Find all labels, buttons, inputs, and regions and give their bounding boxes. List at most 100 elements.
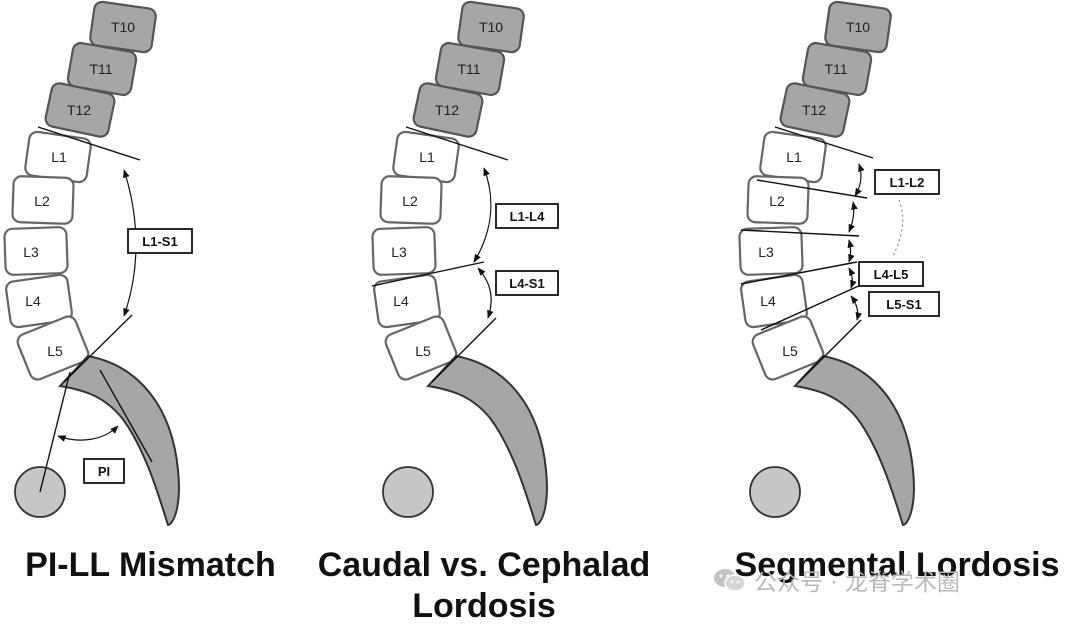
vertebra-label: L5 (47, 343, 63, 359)
angle-label: L4-S1 (509, 276, 544, 291)
vertebra-t12: T12 (412, 82, 484, 138)
vertebra-label: L3 (391, 244, 407, 260)
vertebra-l3: L3 (738, 226, 804, 276)
vertebra-label: L5 (782, 343, 798, 359)
l1-endplate-line (405, 126, 509, 161)
vertebra-label: T12 (802, 102, 826, 118)
l5-endplate-line (760, 283, 864, 331)
vertebra-label: L4 (760, 293, 776, 309)
vertebra-l2: L2 (379, 175, 443, 225)
vertebra-l4: L4 (373, 273, 441, 329)
l5-s1-angle-arc (850, 295, 863, 321)
l1-l4-angle-arc (473, 167, 492, 263)
vertebra-t11: T11 (434, 41, 506, 97)
vertebra-label: T11 (824, 61, 847, 77)
vertebra-l4: L4 (5, 273, 73, 329)
vertebra-l1: L1 (392, 130, 460, 184)
watermark: 公众号 · 龙脊学术圈 (712, 563, 960, 597)
vertebra-l3: L3 (3, 226, 69, 276)
vertebra-label: T11 (457, 61, 480, 77)
vertebra-label: L4 (393, 293, 409, 309)
l4-endplate-line (740, 261, 858, 285)
dotted-leader-line (892, 199, 904, 257)
femoral-head (749, 466, 801, 518)
label-pi: PI (83, 458, 125, 484)
vertebra-label: T10 (111, 19, 135, 35)
angle-label: L1-L4 (510, 209, 545, 224)
vertebra-t11: T11 (66, 41, 138, 97)
sacrum (792, 354, 915, 527)
label-l1-s1: L1-S1 (127, 228, 193, 254)
vertebra-label: L2 (769, 193, 785, 209)
angle-label: L1-S1 (142, 234, 177, 249)
s1-endplate-line (63, 314, 133, 383)
panel-segmental: T10 T11 T12 L1 L2 L3 L4 L5 (738, 0, 940, 527)
l4-l5-angle-arc (848, 267, 857, 289)
vertebra-label: T12 (435, 102, 459, 118)
vertebra-t11: T11 (801, 41, 873, 97)
vertebra-l2: L2 (11, 175, 75, 225)
l1-endplate-line (37, 126, 141, 161)
vertebra-label: T11 (89, 61, 112, 77)
l2-l3-angle-arc (848, 201, 858, 233)
watermark-text: 公众号 · 龙脊学术圈 (754, 570, 960, 596)
l4-s1-angle-arc (477, 267, 494, 319)
l1-endplate-line (774, 126, 874, 159)
vertebra-label: L2 (402, 193, 418, 209)
vertebra-label: L1 (419, 149, 435, 165)
panel-caudal-cephalad: T10 T11 T12 L1 L2 L3 L4 L5 (371, 0, 559, 527)
vertebra-l1: L1 (759, 130, 827, 184)
l4-endplate-line (371, 261, 485, 287)
vertebra-label: L2 (34, 193, 50, 209)
caption-caudal-cephalad: Caudal vs. Cephalad (317, 546, 651, 584)
s1-endplate-line (431, 317, 497, 383)
l2-endplate-line (756, 179, 868, 199)
pi-perpendicular-line (99, 369, 153, 463)
vertebra-label: L3 (23, 244, 39, 260)
vertebra-label: T10 (479, 19, 503, 35)
l3-l4-angle-arc (847, 239, 855, 263)
angle-label: L1-L2 (890, 175, 925, 190)
vertebra-l4: L4 (740, 273, 808, 329)
vertebra-label: L5 (415, 343, 431, 359)
label-l1-l4: L1-L4 (495, 203, 559, 229)
pi-angle-arc (57, 425, 119, 442)
vertebra-label: T10 (846, 19, 870, 35)
label-l4-l5: L4-L5 (858, 261, 924, 287)
sacrum (57, 354, 180, 527)
vertebra-l2: L2 (746, 175, 810, 225)
l3-endplate-line (740, 229, 860, 237)
vertebra-label: L4 (25, 293, 41, 309)
vertebra-label: L3 (758, 244, 774, 260)
angle-label: L4-L5 (874, 267, 909, 282)
vertebra-l5: L5 (751, 315, 825, 381)
vertebra-t10: T10 (824, 0, 892, 54)
pelvic-incidence-label: PI (98, 464, 110, 479)
vertebra-l1: L1 (24, 130, 92, 184)
sacrum (425, 354, 548, 527)
vertebra-label: T12 (67, 102, 91, 118)
s1-endplate-line (798, 319, 862, 383)
vertebra-label: L1 (51, 149, 67, 165)
label-l5-s1: L5-S1 (868, 291, 940, 317)
vertebra-l5: L5 (384, 315, 458, 381)
l1-l2-angle-arc (854, 163, 865, 197)
panel-pi-ll: T10 T11 T12 L1 L2 L3 L4 L5 (3, 0, 193, 527)
caption-caudal-cephalad-line2: Lordosis (412, 587, 556, 625)
vertebra-l5: L5 (16, 315, 90, 381)
wechat-icon (714, 569, 746, 592)
vertebra-t10: T10 (457, 0, 525, 54)
vertebra-t12: T12 (779, 82, 851, 138)
angle-label: L5-S1 (886, 297, 921, 312)
caption-segmental: Segmental Lordosis (734, 546, 1060, 584)
vertebra-t12: T12 (44, 82, 116, 138)
caption-pi-ll: PI-LL Mismatch (25, 546, 276, 584)
label-l4-s1: L4-S1 (495, 270, 559, 296)
label-l1-l2: L1-L2 (874, 169, 940, 195)
femoral-head (382, 466, 434, 518)
vertebra-l3: L3 (371, 226, 437, 276)
vertebra-label: L1 (786, 149, 802, 165)
pi-femoral-line (39, 371, 71, 493)
vertebra-t10: T10 (89, 0, 157, 54)
